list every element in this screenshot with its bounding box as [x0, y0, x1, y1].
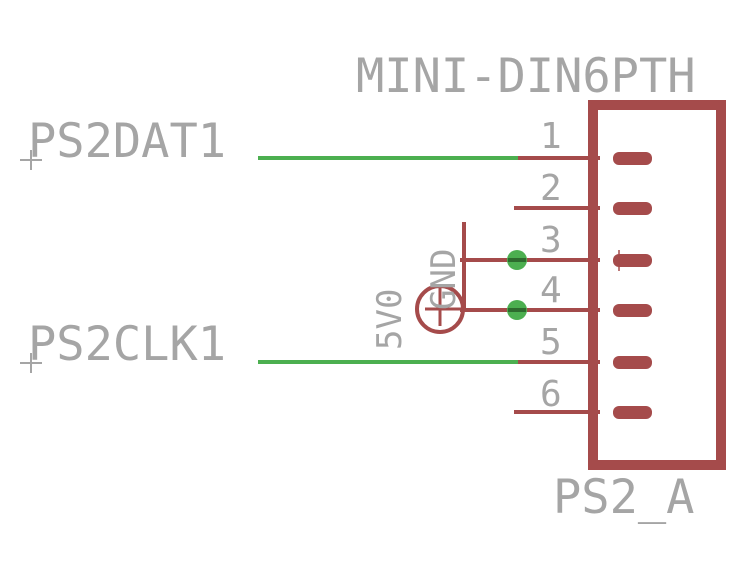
pin-3[interactable]: [460, 250, 652, 271]
part-value-label: MINI-DIN6PTH: [356, 49, 696, 104]
pin-5[interactable]: [515, 356, 652, 369]
pin-number-1: 1: [540, 116, 562, 157]
connector-pins: [460, 152, 652, 419]
pin-number-3: 3: [540, 220, 562, 261]
net-label-clock: PS2CLK1: [28, 317, 226, 372]
net-label-data-group[interactable]: PS2DAT1: [20, 114, 226, 170]
pin-6[interactable]: [514, 406, 652, 419]
pin-1[interactable]: [515, 152, 652, 165]
net-label-clock-group[interactable]: PS2CLK1: [20, 317, 226, 373]
power-circle-icon: [415, 284, 465, 334]
power-symbol[interactable]: [415, 284, 465, 334]
pin-2[interactable]: [514, 202, 652, 215]
connector-body[interactable]: [588, 100, 726, 470]
part-name-label: PS2_A: [553, 470, 694, 525]
pin-number-5: 5: [540, 322, 562, 363]
pin-number-2: 2: [540, 168, 562, 209]
pin-number-6: 6: [540, 374, 562, 415]
pin-4[interactable]: [460, 304, 652, 317]
pin-number-4: 4: [540, 270, 562, 311]
power-label: 5V0: [370, 289, 410, 350]
net-label-data: PS2DAT1: [28, 114, 226, 169]
ground-label: GND: [424, 249, 464, 310]
